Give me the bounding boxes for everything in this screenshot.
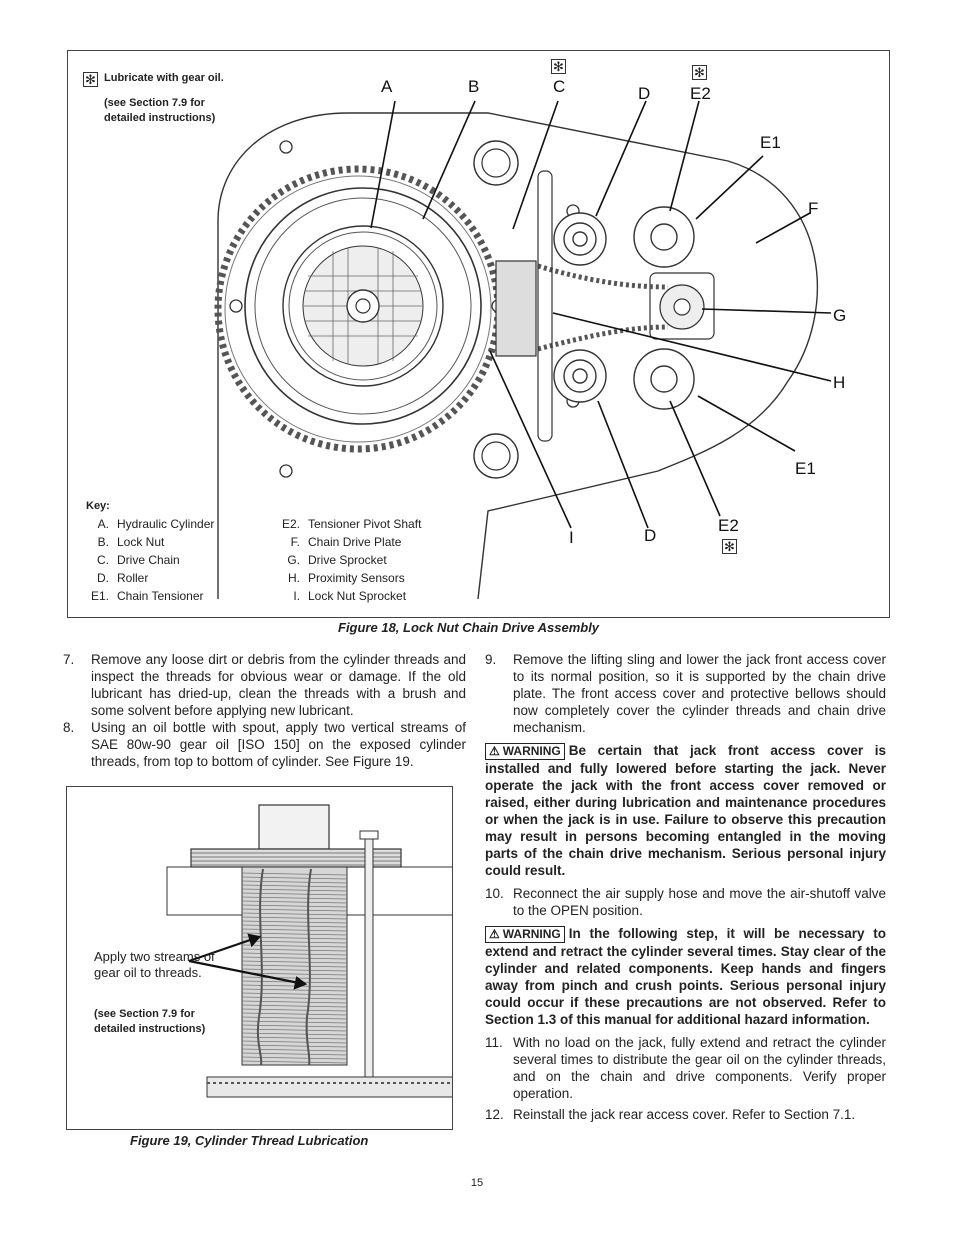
step-8-text: Using an oil bottle with spout, apply tw… (91, 720, 466, 769)
step-8-number: 8. (63, 720, 75, 735)
step-10-text: Reconnect the air supply hose and move t… (513, 886, 886, 918)
key-item: C. Drive Chain (83, 553, 180, 567)
warning-1-label: WARNING (502, 744, 561, 758)
key-item: A. Hydraulic Cylinder (83, 517, 215, 531)
step-11-number: 11. (485, 1035, 503, 1050)
callout-b: B (468, 77, 480, 96)
lube-see-text: (see Section 7.9 for detailed instructio… (104, 97, 216, 124)
chain-drive-drawing (214, 100, 832, 600)
callout-h: H (833, 373, 846, 392)
key-letter: H. (288, 571, 300, 585)
warning-triangle-icon: ⚠ (489, 927, 500, 941)
callout-e1-top: E1 (760, 133, 781, 152)
figure-19: Apply two streams of gear oil to threads… (66, 786, 453, 1130)
key-item: B. Lock Nut (83, 535, 165, 549)
callout-e2-top: E2 (690, 84, 711, 103)
figure-18: ✻ Lubricate with gear oil. (see Section … (67, 50, 890, 618)
callout-f: F (808, 199, 819, 218)
callout-d-top: D (638, 84, 651, 103)
callout-d-bottom: D (644, 526, 657, 545)
cylinder-thread-drawing (166, 804, 452, 1098)
step-12: 12. Reinstall the jack rear access cover… (485, 1106, 886, 1123)
callout-c: C (553, 77, 566, 96)
key-text: Chain Tensioner (117, 589, 204, 603)
lube-symbol-e2-top-icon: ✻ (692, 65, 707, 80)
key-text: Lock Nut Sprocket (308, 589, 407, 603)
key-letter: F. (290, 535, 300, 549)
lube-symbol-e2-bottom-icon: ✻ (722, 539, 737, 554)
key-title: Key: (86, 500, 110, 512)
apply-oil-label: Apply two streams of gear oil to threads… (94, 949, 215, 980)
page-number: 15 (470, 1177, 484, 1189)
key-item: E2. Tensioner Pivot Shaft (274, 517, 421, 531)
key-letter: B. (97, 535, 109, 549)
key-letter: I. (293, 589, 300, 603)
step-7-text: Remove any loose dirt or debris from the… (91, 652, 466, 718)
key-letter: D. (97, 571, 109, 585)
key-text: Hydraulic Cylinder (117, 517, 215, 531)
warning-1-tag: ⚠WARNING (485, 743, 565, 760)
key-text: Drive Chain (117, 553, 180, 567)
key-item: D. Roller (83, 571, 148, 585)
step-12-number: 12. (485, 1107, 504, 1122)
key-letter: G. (287, 553, 300, 567)
key-item: G. Drive Sprocket (274, 553, 387, 567)
key-text: Drive Sprocket (308, 553, 387, 567)
key-text: Roller (117, 571, 149, 585)
lube-symbol-icon: ✻ (83, 72, 98, 87)
key-item: H. Proximity Sensors (274, 571, 405, 585)
key-letter: E1. (90, 589, 109, 603)
key-item: F. Chain Drive Plate (274, 535, 402, 549)
figure-18-caption: Figure 18, Lock Nut Chain Drive Assembly (338, 620, 600, 635)
key-letter: A. (97, 517, 109, 531)
key-text: Lock Nut (117, 535, 165, 549)
lube-note-text: Lubricate with gear oil. (104, 72, 224, 84)
key-item: I. Lock Nut Sprocket (274, 589, 406, 603)
step-9: 9. Remove the lifting sling and lower th… (485, 651, 886, 736)
step-11: 11. With no load on the jack, fully exte… (485, 1034, 886, 1102)
step-8: 8. Using an oil bottle with spout, apply… (63, 719, 466, 770)
step-9-number: 9. (485, 652, 497, 667)
step-11-text: With no load on the jack, fully extend a… (513, 1035, 886, 1101)
key-letter: E2. (281, 517, 300, 531)
key-text: Tensioner Pivot Shaft (308, 517, 422, 531)
warning-2-text: In the following step, it will be necess… (485, 926, 886, 1027)
warning-2-label: WARNING (502, 927, 561, 941)
step-7-number: 7. (63, 652, 75, 667)
step-9-text: Remove the lifting sling and lower the j… (513, 652, 886, 735)
callout-i: I (569, 528, 574, 547)
callout-e2-bottom: E2 (718, 516, 739, 535)
warning-2-tag: ⚠WARNING (485, 926, 565, 943)
step-12-text: Reinstall the jack rear access cover. Re… (513, 1107, 856, 1122)
warning-1-text: Be certain that jack front access cover … (485, 743, 886, 878)
callout-a: A (381, 77, 393, 96)
right-steps: 9. Remove the lifting sling and lower th… (485, 651, 886, 1123)
step-7: 7. Remove any loose dirt or debris from … (63, 651, 466, 719)
callout-g: G (833, 306, 847, 325)
see-section-label: (see Section 7.9 for detailed instructio… (94, 1008, 206, 1035)
step-10-number: 10. (485, 886, 504, 901)
lube-symbol-c-icon: ✻ (551, 59, 566, 74)
warning-triangle-icon: ⚠ (489, 744, 500, 758)
key-letter: C. (97, 553, 109, 567)
key-text: Proximity Sensors (308, 571, 405, 585)
key-text: Chain Drive Plate (308, 535, 402, 549)
left-steps: 7. Remove any loose dirt or debris from … (63, 651, 466, 770)
key-item: E1. Chain Tensioner (83, 589, 204, 603)
figure-19-caption: Figure 19, Cylinder Thread Lubrication (130, 1133, 369, 1148)
callout-e1-bottom: E1 (795, 459, 816, 478)
step-10: 10. Reconnect the air supply hose and mo… (485, 885, 886, 919)
